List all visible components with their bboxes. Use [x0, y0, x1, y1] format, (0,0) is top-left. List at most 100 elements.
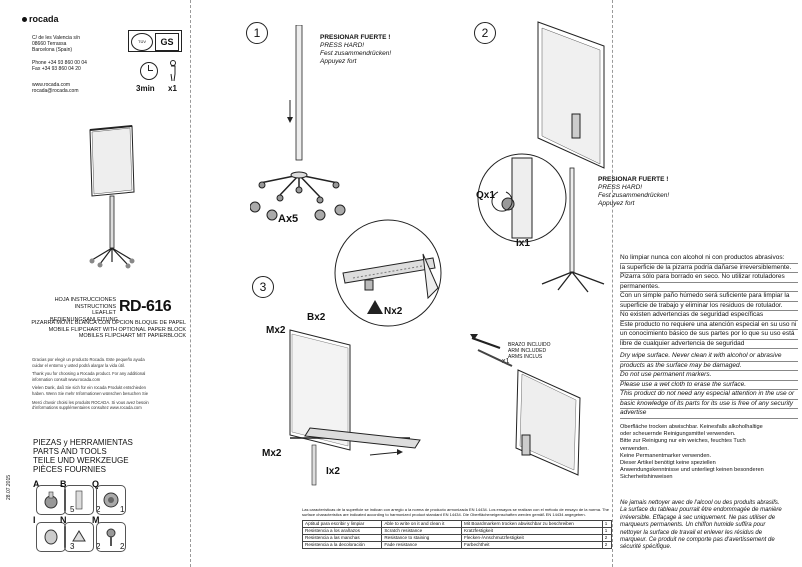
- table-row: Resistencia a los arañazos Scratch resis…: [301, 527, 613, 535]
- person-icon: [168, 60, 178, 82]
- table-cell: Resistencia a la decoloración: [301, 541, 383, 549]
- press-es: PRESIONAR FUERTE !: [320, 34, 391, 41]
- table-cell: Flecken-/Anschmutzfestigkeit: [461, 534, 603, 542]
- note-line: Ne jamais nettoyer avec de l'alcool ou d…: [620, 500, 780, 506]
- press-de: Fest zusammendrücken!: [320, 50, 392, 57]
- note-line: Anwendungskenntnisse und unterliegt kein…: [620, 467, 764, 474]
- notes-es: No limpiar nunca con alcohol ni con prod…: [620, 254, 798, 349]
- product-code: RD-616: [119, 298, 172, 315]
- press-fr: Appuyez fort: [320, 58, 357, 65]
- clock-icon: [140, 62, 158, 80]
- note-line: marqueurs permanents. Un chiffon humide …: [620, 522, 766, 529]
- part-box: [96, 522, 126, 552]
- note-line: No existen advertencias de seguridad esp…: [620, 311, 798, 321]
- step-2-illustration: [537, 21, 605, 293]
- step-3-mx-bottom: Mx2: [262, 448, 282, 459]
- note-line: irréversible. Effaçage à sec uniquement.…: [620, 514, 776, 521]
- gs-badge-icon: GS: [155, 33, 179, 51]
- certification-badges: TÜV GS: [128, 30, 182, 52]
- doc-title-de: BEDIENUNGSANLEITUNG: [50, 316, 118, 323]
- note-line: No limpiar nunca con alcohol ni con prod…: [620, 254, 798, 264]
- note-line: Bitte zur Reinigung nur ein weiches, feu…: [620, 438, 746, 445]
- parts-title-block: PIEZAS y HERRAMIENTAS PARTS AND TOOLS TE…: [33, 438, 133, 474]
- product-name-es: PIZARRA MOVIL BLANCA CON OPCION BLOQUE D…: [31, 320, 186, 326]
- part-count: 2: [96, 542, 101, 551]
- caster-wheel-icon: [44, 491, 58, 509]
- brazo-fr: ARMS INCLUS: [508, 354, 543, 360]
- part-count: 2: [96, 505, 101, 514]
- thanks-line: d'informations supplémentaires consultez…: [32, 405, 142, 411]
- table-cell: Resistencia a los arañazos: [301, 527, 383, 535]
- note-line: Keine Permanentmarker verwenden.: [620, 452, 712, 459]
- table-cell: Mit Boardmarkern trocken abwischbar zu b…: [461, 520, 603, 528]
- thanks-block: Gracias por elegir un producto Rocada. E…: [32, 357, 184, 411]
- doc-title-en: INSTRUCTIONS LEAFLET: [74, 303, 116, 317]
- step-2-i: Ix1: [516, 238, 530, 249]
- note-line: basic knowledge of its parts for its use…: [620, 400, 798, 409]
- table-cell: Resistencia a las manchas: [301, 534, 383, 542]
- note-line: verwenden.: [620, 445, 649, 452]
- table-cell: Resistance to staining: [381, 534, 463, 542]
- part-letter: A: [33, 479, 40, 489]
- note-line: products as the surface may be damaged.: [620, 362, 798, 371]
- brazo-qty: x1: [502, 358, 510, 365]
- fax-text: Fax +34 93 860 04 20: [32, 66, 81, 72]
- step-3-board-illustration: [289, 329, 421, 486]
- note-line: libre de cualquier advertencia de seguri…: [620, 340, 798, 349]
- thanks-line: Vielen Dank, daß Sie sich für ein rocada…: [32, 385, 146, 391]
- step-3-nx: Nx2: [384, 306, 403, 317]
- note-line: Oberfläche trocken abwischbar. Keinesfal…: [620, 424, 763, 430]
- address-block: C/ de les Valencia s/n 08660 Terrassa Ba…: [32, 35, 122, 53]
- note-line: advertise: [620, 409, 798, 419]
- logo-text: rocada: [29, 14, 59, 24]
- step-1-number: 1: [246, 22, 268, 44]
- assembly-time: 3min: [136, 84, 155, 93]
- part-box: [96, 485, 126, 515]
- address-line: 08660 Terrassa: [32, 41, 67, 47]
- table-cell: 1: [601, 520, 613, 528]
- step-3-bx: Bx2: [307, 312, 326, 323]
- note-line: nettoyer la surface de travail et enleve…: [620, 529, 763, 536]
- fold-line-left: [190, 0, 191, 567]
- spec-table-header: Las características de la superficie se …: [302, 507, 609, 517]
- doc-title-es: HOJA INSTRUCCIONES: [54, 297, 116, 303]
- table-cell: 1: [601, 527, 613, 535]
- part-letter: Q: [92, 479, 100, 489]
- press-es: PRESIONAR FUERTE !: [598, 176, 669, 183]
- address-line: Barcelona (Spain): [32, 47, 73, 53]
- step-2-detail-circle: [477, 153, 567, 243]
- step-3-detail-circle: [334, 219, 442, 327]
- part-box: [64, 485, 94, 515]
- warning-triangle-icon: [367, 300, 383, 314]
- logo-dot-icon: [22, 17, 27, 22]
- note-line: Con un simple paño húmedo será suficient…: [620, 292, 798, 302]
- step-1-illustration: [250, 25, 346, 221]
- step-3-number: 3: [252, 276, 274, 298]
- table-cell: Scratch resistance: [381, 527, 463, 535]
- part-letter: B: [60, 479, 67, 489]
- notes-en: Dry wipe surface. Never clean it with al…: [620, 352, 798, 419]
- spec-table: Aptitud para escribir y limpiar Able to …: [301, 520, 613, 549]
- note-line: permanentes.: [620, 283, 798, 292]
- table-cell: Farbechtheit: [461, 541, 603, 549]
- product-name-de: MOBILES FLIPCHART MIT PAPIERBLOCK: [78, 333, 186, 339]
- table-cell: 2: [601, 541, 613, 549]
- assembly-persons: x1: [168, 84, 177, 93]
- cap-icon: [44, 529, 58, 545]
- tuv-badge-icon: TÜV: [131, 33, 153, 51]
- table-row: Resistencia a la decoloración Fade resis…: [301, 541, 613, 549]
- web-block: www.rocada.com rocada@rocada.com: [32, 82, 122, 94]
- thanks-line: Thank you for choosing a Rocada product.…: [32, 371, 146, 377]
- table-cell: Fade resistance: [381, 541, 463, 549]
- screw-icon: [106, 528, 116, 546]
- note-line: Please use a wet cloth to erase the surf…: [620, 381, 798, 390]
- product-flipchart-illustration: [89, 125, 135, 269]
- brand-logo: rocada: [22, 14, 59, 24]
- table-cell: Kratzfestigkeit: [461, 527, 603, 535]
- arm-illustration: [470, 334, 581, 476]
- clip-icon: [72, 530, 86, 542]
- note-line: un conocimiento básico de sus partes por…: [620, 330, 798, 340]
- brazo-es: BRAZO INCLUIDO: [508, 342, 551, 348]
- part-count: 1: [120, 505, 125, 514]
- thanks-line: Gracias por elegir un producto Rocada. E…: [32, 357, 145, 362]
